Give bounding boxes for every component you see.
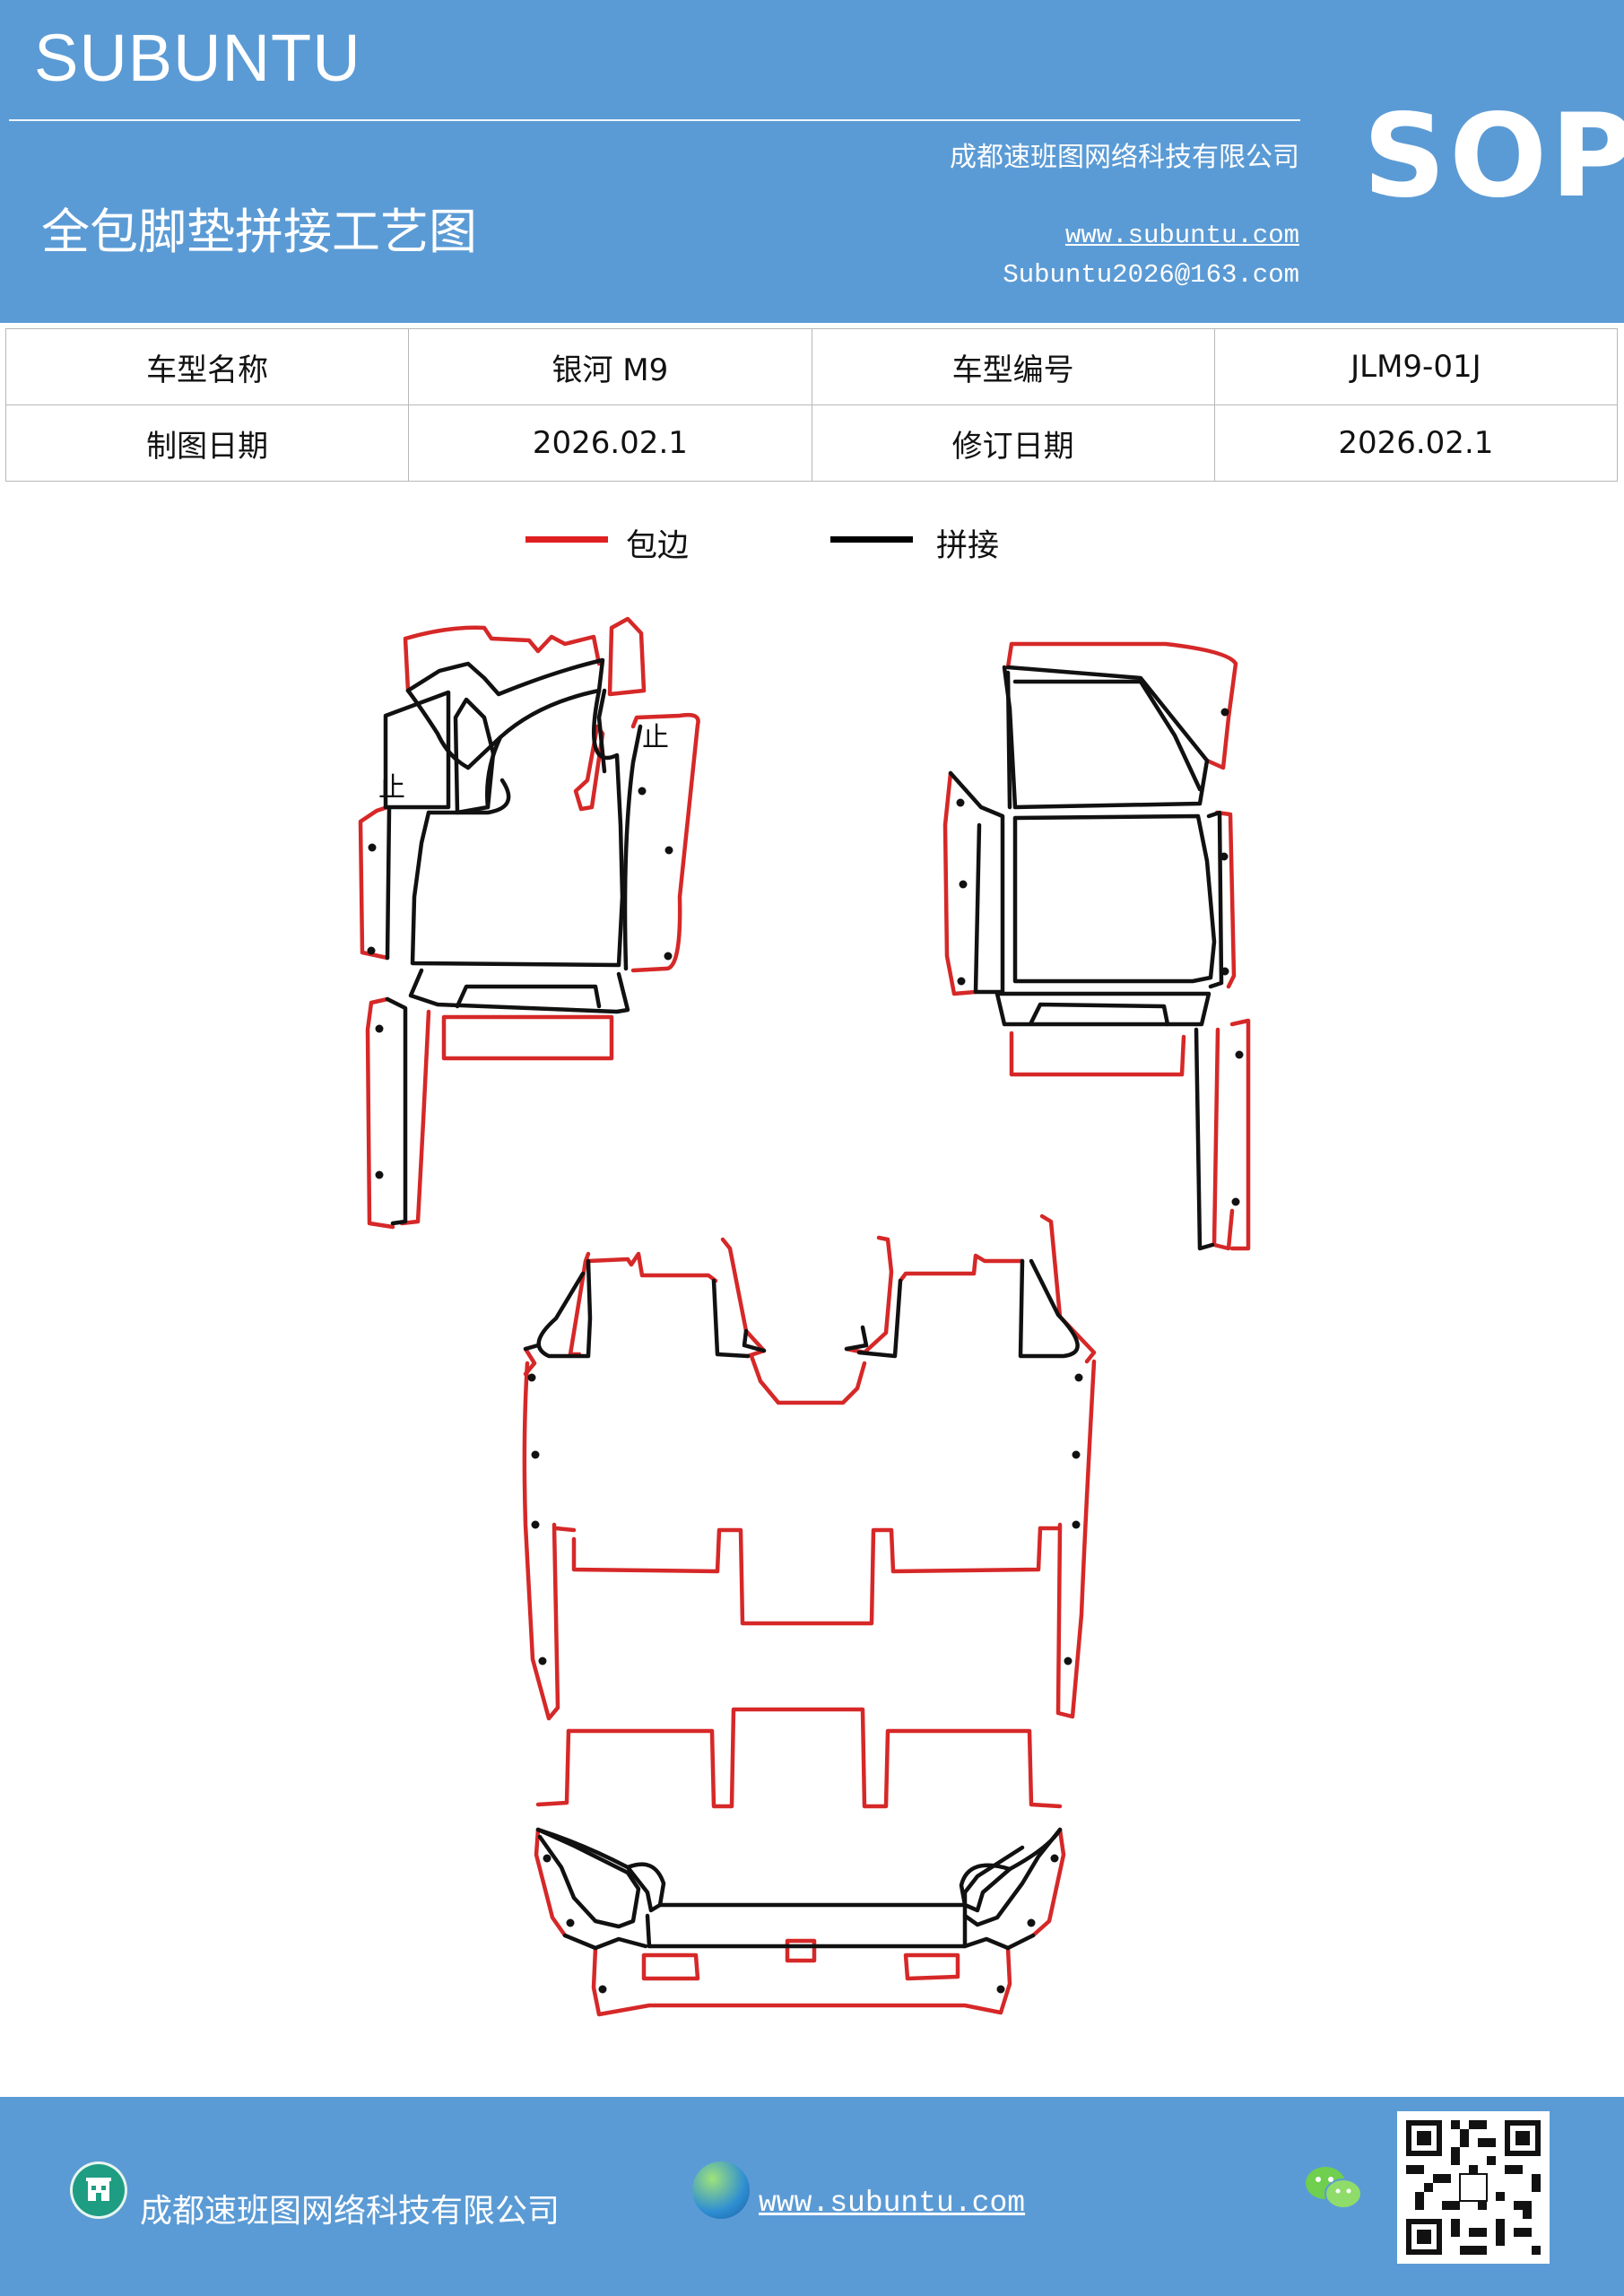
header-banner: SUBUNTU SOP 全包脚垫拼接工艺图 成都速班图网络科技有限公司 www.… <box>0 0 1624 323</box>
model-code-label: 车型编号 <box>811 328 1215 405</box>
alignment-dots <box>367 708 1244 1994</box>
stop-mark: 止 <box>378 772 405 804</box>
draw-date-value: 2026.02.1 <box>408 404 812 482</box>
footer-website-link[interactable]: www.subuntu.com <box>759 2187 1026 2220</box>
footer: 成都速班图网络科技有限公司 www.subuntu.com <box>0 2097 1624 2296</box>
globe-icon <box>692 2161 750 2219</box>
vehicle-info-table: 车型名称 银河 M9 车型编号 JLM9-01J 制图日期 2026.02.1 … <box>4 328 1619 482</box>
table-row: 车型名称 银河 M9 车型编号 JLM9-01J <box>4 328 1619 405</box>
header-company: 成都速班图网络科技有限公司 <box>950 142 1299 173</box>
revise-date-label: 修订日期 <box>811 404 1215 482</box>
model-code-value: JLM9-01J <box>1213 328 1619 405</box>
splice-lines <box>383 657 1224 1951</box>
legend-join-swatch <box>830 536 913 543</box>
brand-name: SUBUNTU <box>34 21 361 95</box>
revise-date-value: 2026.02.1 <box>1213 404 1619 482</box>
legend-edge-label: 包边 <box>626 528 690 564</box>
stop-mark: 止 <box>642 722 669 753</box>
draw-date-label: 制图日期 <box>4 404 410 482</box>
legend-edge-swatch <box>525 536 608 543</box>
legend: 包边 拼接 <box>0 520 1624 574</box>
building-icon <box>70 2161 127 2219</box>
qr-code <box>1397 2111 1550 2264</box>
edge-binding-lines <box>358 616 1251 2017</box>
document-title: 全包脚垫拼接工艺图 <box>41 204 477 260</box>
wechat-icon[interactable] <box>1302 2161 1365 2215</box>
legend-join-label: 拼接 <box>936 528 1000 564</box>
model-name-value: 银河 M9 <box>408 328 812 405</box>
table-row: 制图日期 2026.02.1 修订日期 2026.02.1 <box>4 404 1619 482</box>
footer-company: 成都速班图网络科技有限公司 <box>140 2193 560 2230</box>
header-website-link[interactable]: www.subuntu.com <box>1064 221 1299 250</box>
model-name-label: 车型名称 <box>4 328 410 405</box>
header-divider <box>9 119 1300 121</box>
header-email: Subuntu2026@163.com <box>1003 260 1299 290</box>
sop-badge: SOP <box>1363 90 1624 223</box>
